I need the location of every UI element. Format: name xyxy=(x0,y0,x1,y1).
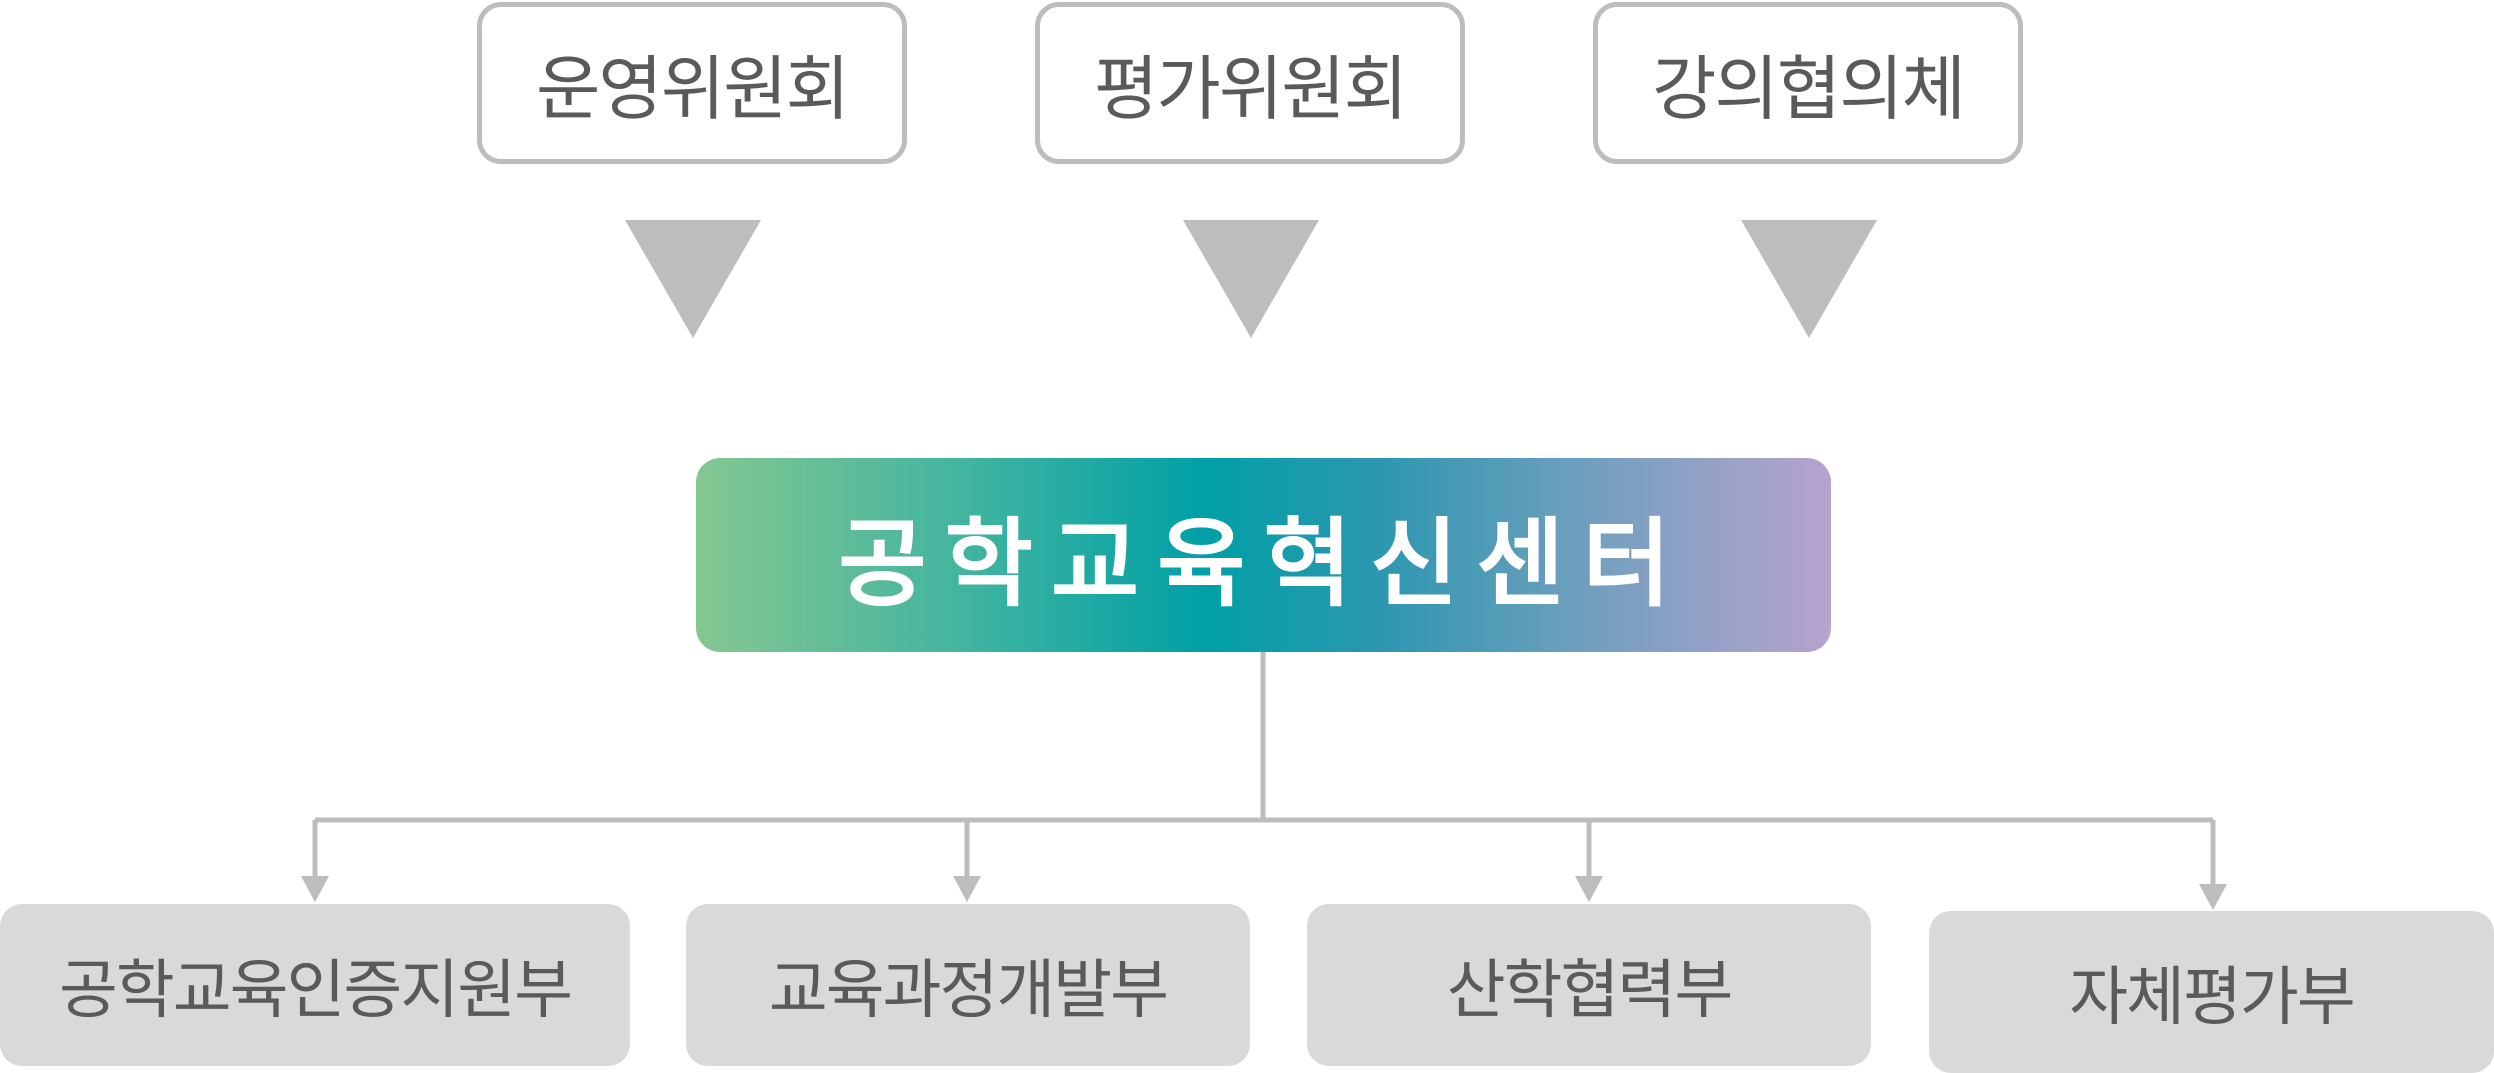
down-arrow-icon xyxy=(1183,220,1319,338)
committee-label: 운영위원회 xyxy=(536,47,850,130)
department-label: 공학교육인증지원부 xyxy=(59,954,573,1028)
department-box-accreditation: 공학교육인증지원부 xyxy=(0,904,630,1066)
arrowhead-icon xyxy=(953,876,981,902)
arrowhead-icon xyxy=(301,876,329,902)
committee-box-operations: 운영위원회 xyxy=(477,2,907,164)
arrowhead-icon xyxy=(2199,884,2227,910)
committee-box-lecture: 강의협의체 xyxy=(1593,2,2023,164)
arrowhead-icon xyxy=(1575,876,1603,902)
department-label: 산학협력부 xyxy=(1446,954,1733,1028)
center-label: 공학교육혁신센터 xyxy=(838,507,1689,620)
committee-label: 평가위원회 xyxy=(1094,47,1408,130)
department-box-industry: 산학협력부 xyxy=(1307,904,1871,1066)
committee-label: 강의협의체 xyxy=(1652,47,1966,130)
down-arrow-icon xyxy=(1741,220,1877,338)
department-box-self-evaluation: 자체평가부 xyxy=(1929,911,2494,1073)
center-box: 공학교육혁신센터 xyxy=(696,458,1831,652)
department-label: 교육과정개발부 xyxy=(768,954,1169,1028)
down-arrow-icon xyxy=(625,220,761,338)
department-label: 자체평가부 xyxy=(2069,961,2355,1035)
department-box-curriculum: 교육과정개발부 xyxy=(686,904,1250,1066)
committee-box-evaluation: 평가위원회 xyxy=(1035,2,1465,164)
